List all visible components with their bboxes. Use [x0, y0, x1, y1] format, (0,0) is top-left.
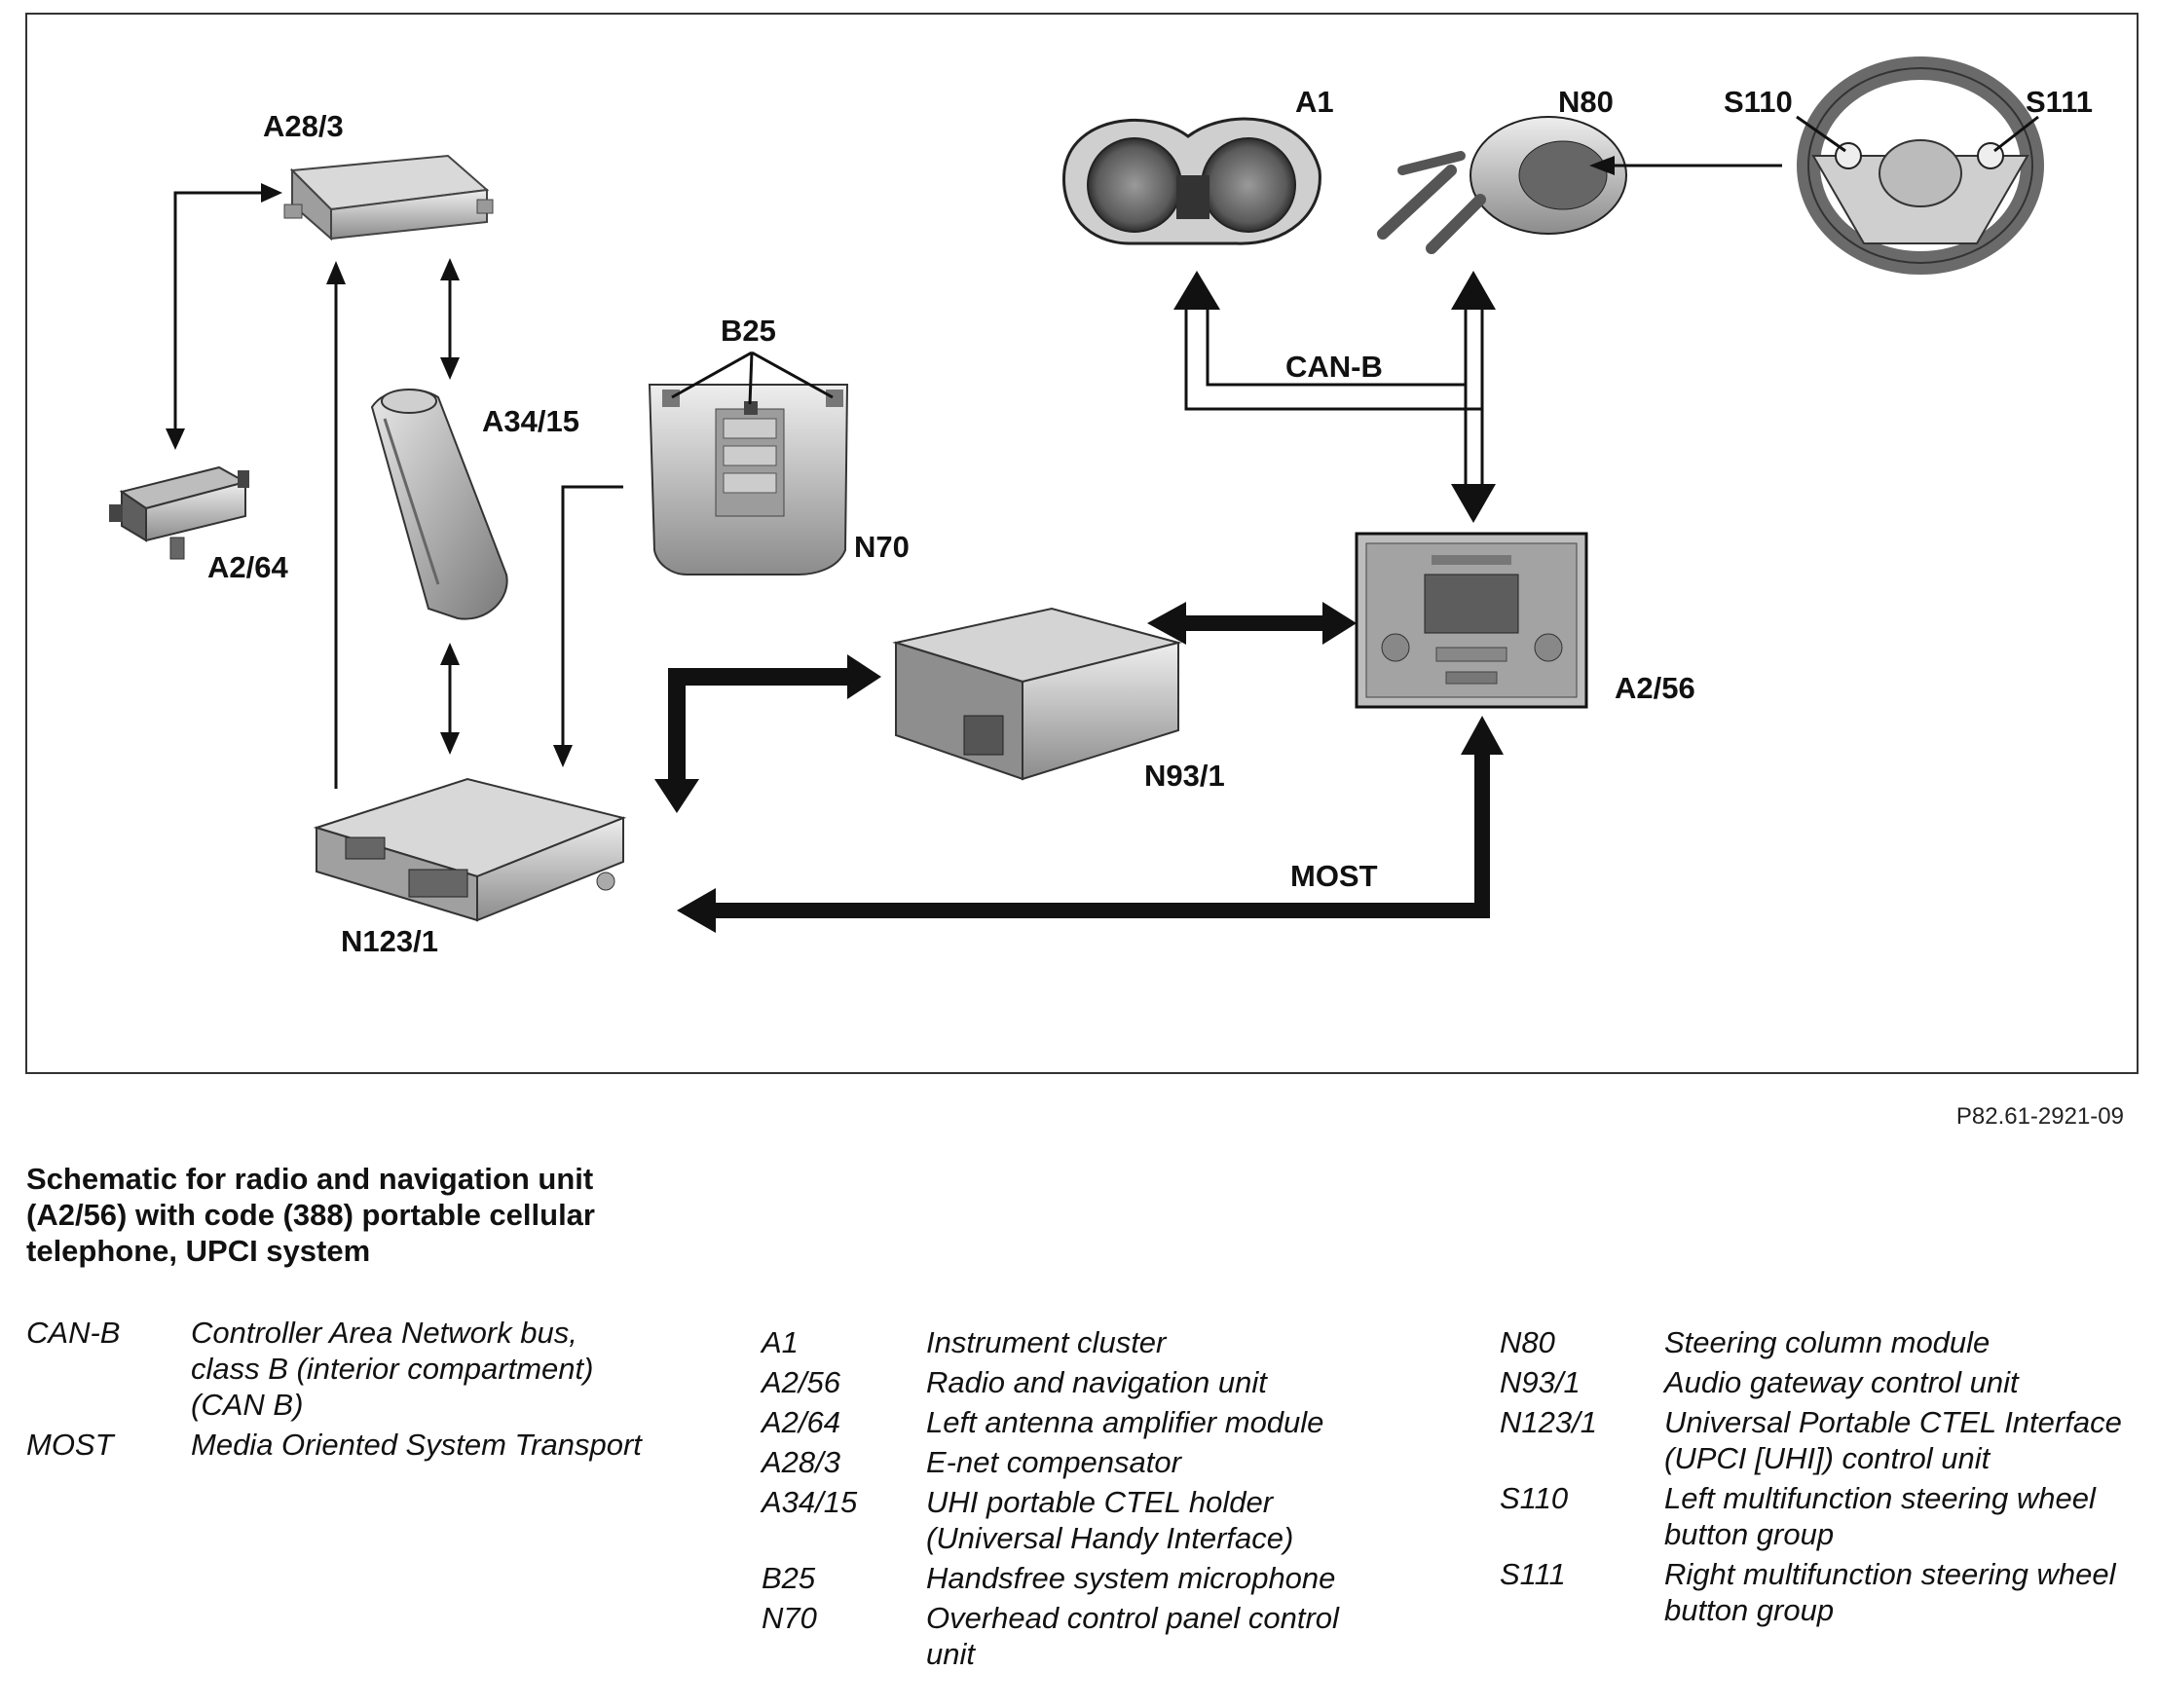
legend-row: A2/56 Radio and navigation unit	[762, 1364, 1385, 1400]
legend-description: Overhead control panel control unit	[926, 1601, 1339, 1671]
label-most-bus: MOST	[1290, 859, 1378, 893]
legend-description: Handsfree system microphone	[926, 1561, 1336, 1595]
legend-code: N70	[762, 1601, 817, 1635]
n123-1-unit-illustration	[313, 777, 627, 922]
label-n123-1: N123/1	[341, 924, 438, 958]
legend-code: A2/56	[762, 1365, 841, 1399]
legend-code: MOST	[26, 1428, 114, 1462]
steering-wheel-illustration	[1797, 56, 2044, 275]
label-n70: N70	[854, 530, 910, 564]
legend-description: Audio gateway control unit	[1664, 1365, 2019, 1399]
legend-code: A1	[762, 1325, 799, 1359]
legend-row: A34/15 UHI portable CTEL holder (Univers…	[762, 1484, 1385, 1556]
legend-row: MOST Media Oriented System Transport	[26, 1427, 650, 1463]
label-s111: S111	[2026, 85, 2093, 119]
label-a28-3: A28/3	[263, 109, 344, 143]
label-b25: B25	[721, 314, 776, 348]
legend-row: N93/1 Audio gateway control unit	[1500, 1364, 2142, 1400]
legend-row: N123/1 Universal Portable CTEL Interface…	[1500, 1404, 2142, 1476]
label-n80: N80	[1558, 85, 1614, 119]
n70-unit-illustration	[648, 384, 849, 576]
label-s110: S110	[1724, 85, 1793, 119]
label-a2-64: A2/64	[207, 550, 288, 584]
legend-row: N70 Overhead control panel control unit	[762, 1600, 1385, 1672]
legend-description: Left multifunction steering wheel button…	[1664, 1481, 2096, 1551]
connection-lines	[166, 183, 834, 789]
a1-unit-illustration	[1062, 117, 1321, 245]
label-a1: A1	[1295, 85, 1334, 119]
legend-description: Steering column module	[1664, 1325, 1991, 1359]
a2-64-unit-illustration	[109, 465, 249, 560]
label-a34-15: A34/15	[482, 404, 579, 438]
legend-column-components-a: A1 Instrument cluster A2/56 Radio and na…	[762, 1324, 1385, 1676]
a34-15-unit-illustration	[370, 389, 508, 620]
can-b-bus-lines	[1173, 115, 2039, 523]
legend-row: N80 Steering column module	[1500, 1324, 2142, 1360]
legend-column-buses: CAN-B Controller Area Network bus, class…	[26, 1315, 650, 1467]
legend-description: E-net compensator	[926, 1445, 1181, 1479]
legend-code: A28/3	[762, 1445, 841, 1479]
legend-description: Universal Portable CTEL Interface (UPCI …	[1664, 1405, 2122, 1475]
legend-row: A28/3 E-net compensator	[762, 1444, 1385, 1480]
legend-code: N80	[1500, 1325, 1555, 1359]
n93-1-unit-illustration	[892, 607, 1182, 781]
schematic-diagram: A28/3 A2/64 A34/15 B25 N70 N123/1 N93/1 …	[25, 13, 2139, 1074]
label-a2-56: A2/56	[1615, 671, 1695, 705]
legend-row: B25 Handsfree system microphone	[762, 1560, 1385, 1596]
a2-56-unit-illustration	[1355, 532, 1588, 709]
legend-row: S110 Left multifunction steering wheel b…	[1500, 1480, 2142, 1552]
legend-description: Right multifunction steering wheel butto…	[1664, 1557, 2116, 1627]
legend-column-components-b: N80 Steering column module N93/1 Audio g…	[1500, 1324, 2142, 1632]
legend-code: S110	[1500, 1481, 1569, 1515]
label-can-b-bus: CAN-B	[1285, 350, 1383, 384]
legend-description: Instrument cluster	[926, 1325, 1167, 1359]
legend-row: S111 Right multifunction steering wheel …	[1500, 1556, 2142, 1628]
a28-3-unit-illustration	[283, 154, 494, 241]
legend-code: S111	[1500, 1557, 1566, 1591]
reference-code: P82.61-2921-09	[1955, 1103, 2124, 1130]
legend-description: UHI portable CTEL holder (Universal Hand…	[926, 1485, 1294, 1555]
legend-code: B25	[762, 1561, 816, 1595]
legend-description: Controller Area Network bus, class B (in…	[191, 1316, 594, 1422]
legend-row: A2/64 Left antenna amplifier module	[762, 1404, 1385, 1440]
legend-code: A2/64	[762, 1405, 841, 1439]
most-bus-lines	[654, 602, 1504, 933]
legend-row: CAN-B Controller Area Network bus, class…	[26, 1315, 650, 1423]
n80-unit-illustration	[1377, 116, 1627, 254]
legend-description: Media Oriented System Transport	[191, 1428, 642, 1462]
legend-description: Radio and navigation unit	[926, 1365, 1267, 1399]
legend-code: N123/1	[1500, 1405, 1597, 1439]
legend-code: N93/1	[1500, 1365, 1581, 1399]
legend-code: A34/15	[762, 1485, 858, 1519]
legend-description: Left antenna amplifier module	[926, 1405, 1324, 1439]
legend-row: A1 Instrument cluster	[762, 1324, 1385, 1360]
label-n93-1: N93/1	[1144, 759, 1225, 793]
legend-code: CAN-B	[26, 1316, 121, 1350]
diagram-caption: Schematic for radio and navigation unit …	[26, 1162, 595, 1268]
